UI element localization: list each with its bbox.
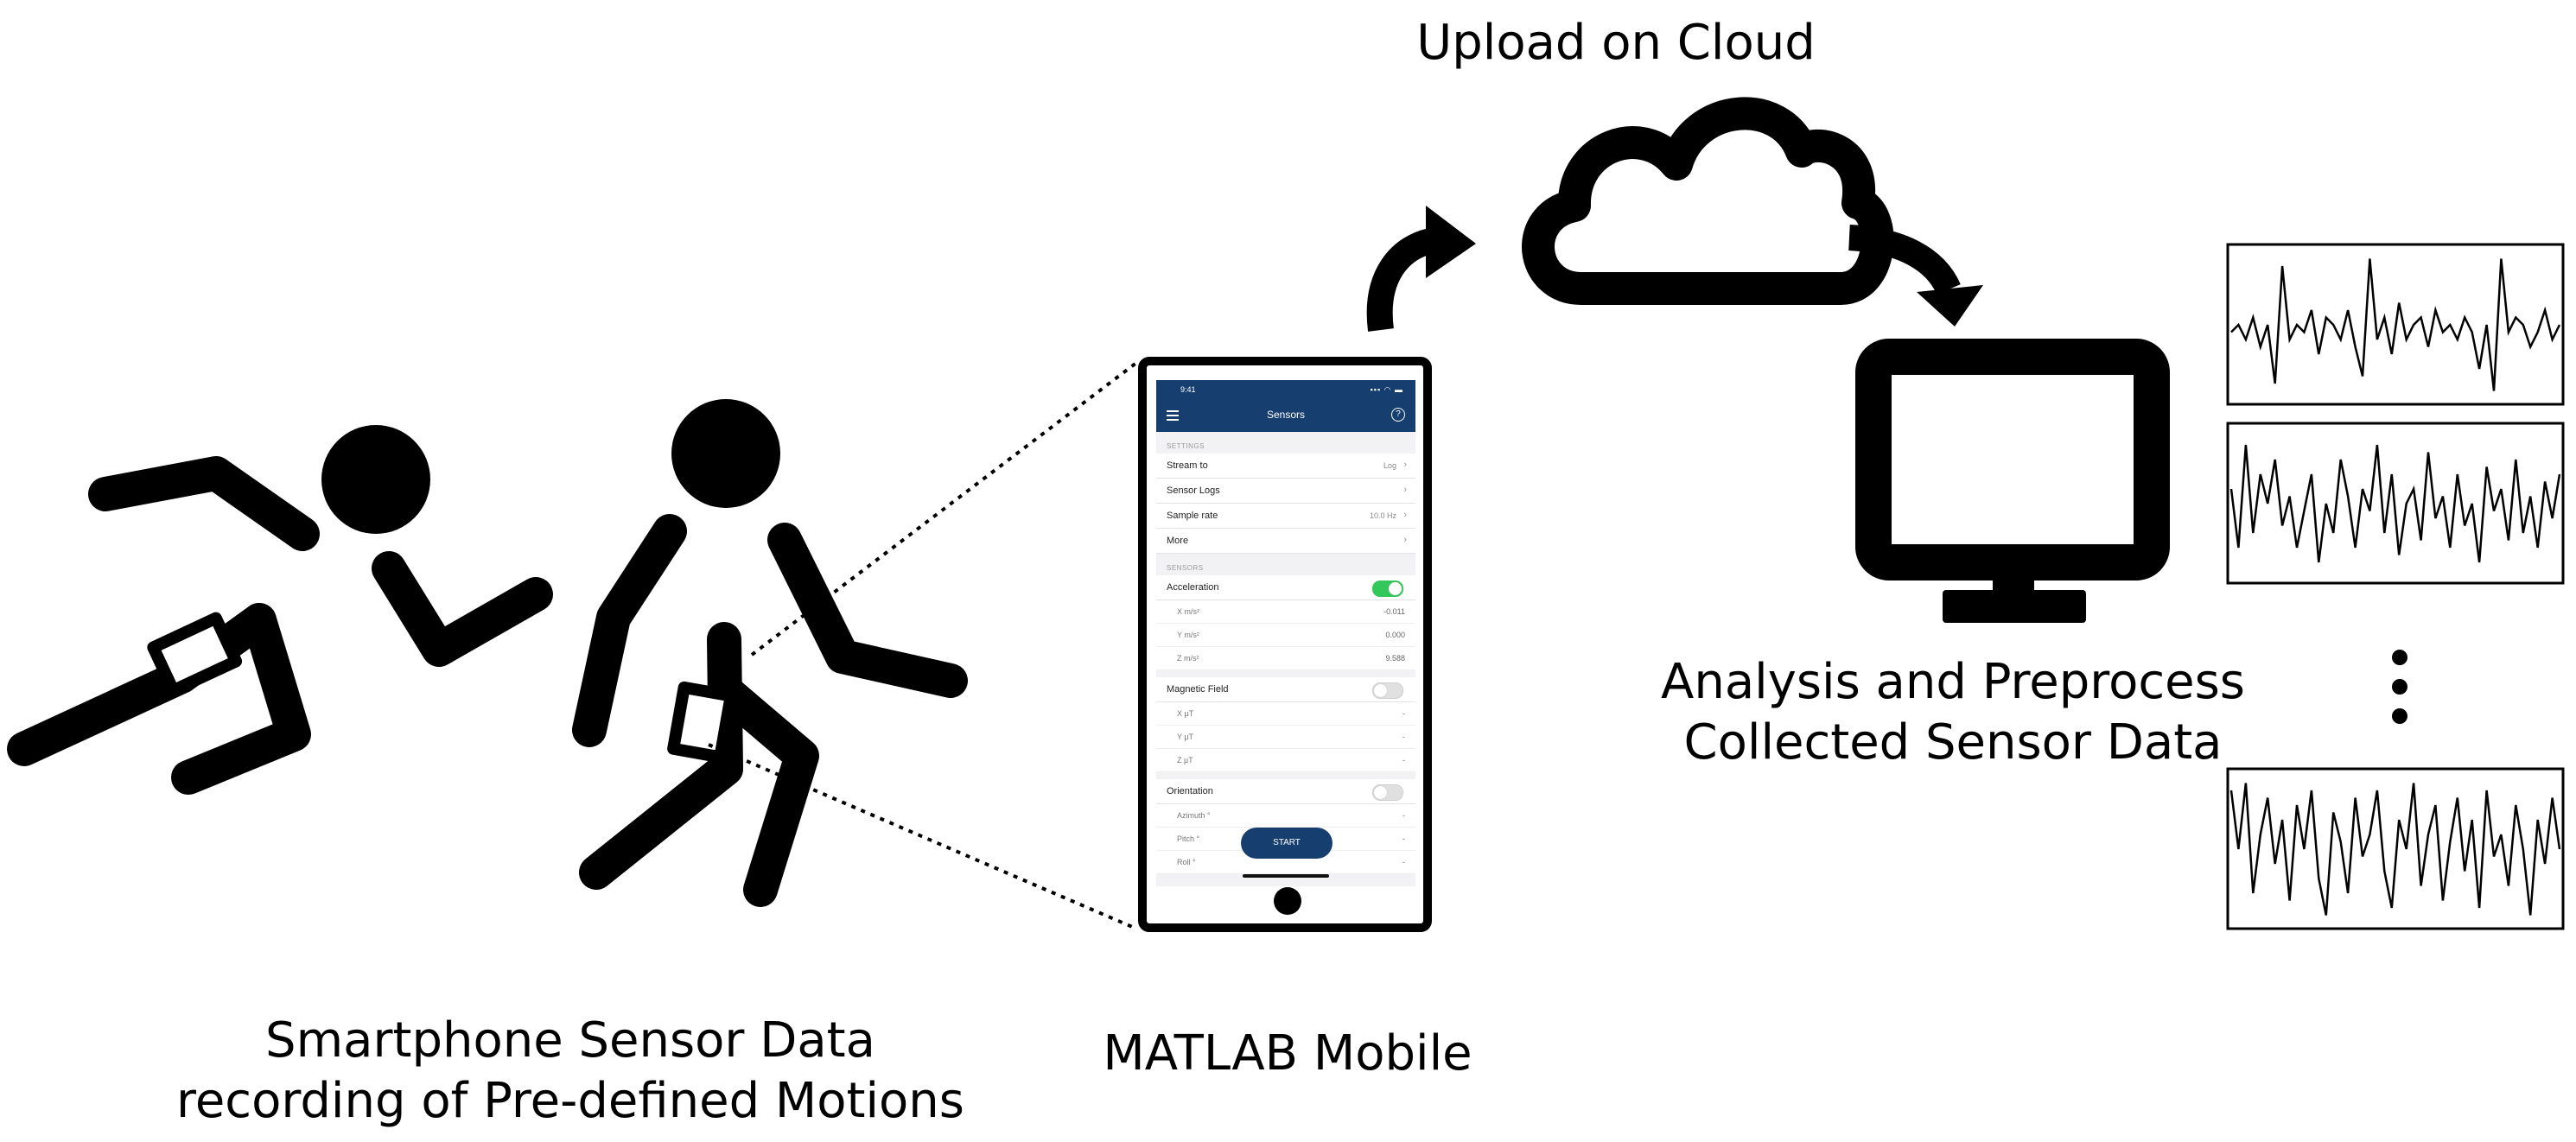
acceleration-x: X m/s²-0.011 [1156,600,1415,624]
monitor-icon [1855,339,2170,623]
magnetic-x: X µT- [1156,702,1415,726]
phone-screen: 9:41 ▪▪▪ ◠ ▬ Sensors ? SETTINGS Stream t… [1156,380,1415,886]
curved-arrow-icon [1848,225,1983,327]
cloud-icon [1522,97,1894,305]
setting-sample-rate[interactable]: Sample rate 10.0 Hz › [1156,504,1415,529]
page-title: Sensors [1266,409,1306,421]
help-icon[interactable]: ? [1391,408,1405,422]
sensor-magnetic-field: Magnetic Field [1156,677,1415,702]
signal-panel [2226,767,2565,930]
sensors-header: SENSORS [1167,564,1204,572]
analysis-caption: Analysis and Preprocess Collected Sensor… [1661,654,2245,771]
setting-sensor-logs[interactable]: Sensor Logs › [1156,479,1415,504]
ellipsis-icon [2392,650,2409,738]
app-bar: 9:41 ▪▪▪ ◠ ▬ Sensors ? [1156,380,1415,432]
signal-icon: ▪▪▪ ◠ ▬ [1370,385,1403,394]
start-button[interactable]: START [1241,828,1333,859]
magnetic-field-toggle[interactable] [1372,682,1403,699]
orientation-toggle[interactable] [1372,784,1403,801]
chevron-right-icon: › [1403,535,1407,545]
status-time: 9:41 [1180,385,1196,394]
app-caption: MATLAB Mobile [1103,1025,1472,1082]
status-bar: 9:41 ▪▪▪ ◠ ▬ [1156,385,1415,399]
runner-icon [7,425,553,795]
chevron-right-icon: › [1403,460,1407,470]
home-indicator [1243,874,1329,878]
sensor-orientation: Orientation [1156,779,1415,804]
setting-stream-to[interactable]: Stream to Log › [1156,454,1415,479]
signal-trace [2229,444,2561,563]
curved-arrow-icon [1366,206,1476,332]
upload-caption: Upload on Cloud [1416,15,1816,71]
zoom-lines [708,361,1138,930]
runner-icon [572,399,968,907]
magnetic-y: Y µT- [1156,726,1415,749]
settings-header: SETTINGS [1167,442,1205,450]
signal-trace [2229,783,2561,916]
chevron-right-icon: › [1403,485,1407,495]
orientation-azimuth: Azimuth °- [1156,804,1415,828]
signal-trace [2230,258,2561,391]
recording-caption: Smartphone Sensor Data recording of Pre-… [176,1012,964,1129]
signal-panel [2226,243,2565,406]
acceleration-toggle[interactable] [1372,581,1403,597]
magnetic-z: Z µT- [1156,749,1415,772]
sensor-acceleration: Acceleration [1156,575,1415,600]
chevron-right-icon: › [1403,510,1407,520]
signal-panel [2226,422,2565,585]
setting-more[interactable]: More › [1156,529,1415,554]
menu-icon[interactable] [1167,410,1179,423]
